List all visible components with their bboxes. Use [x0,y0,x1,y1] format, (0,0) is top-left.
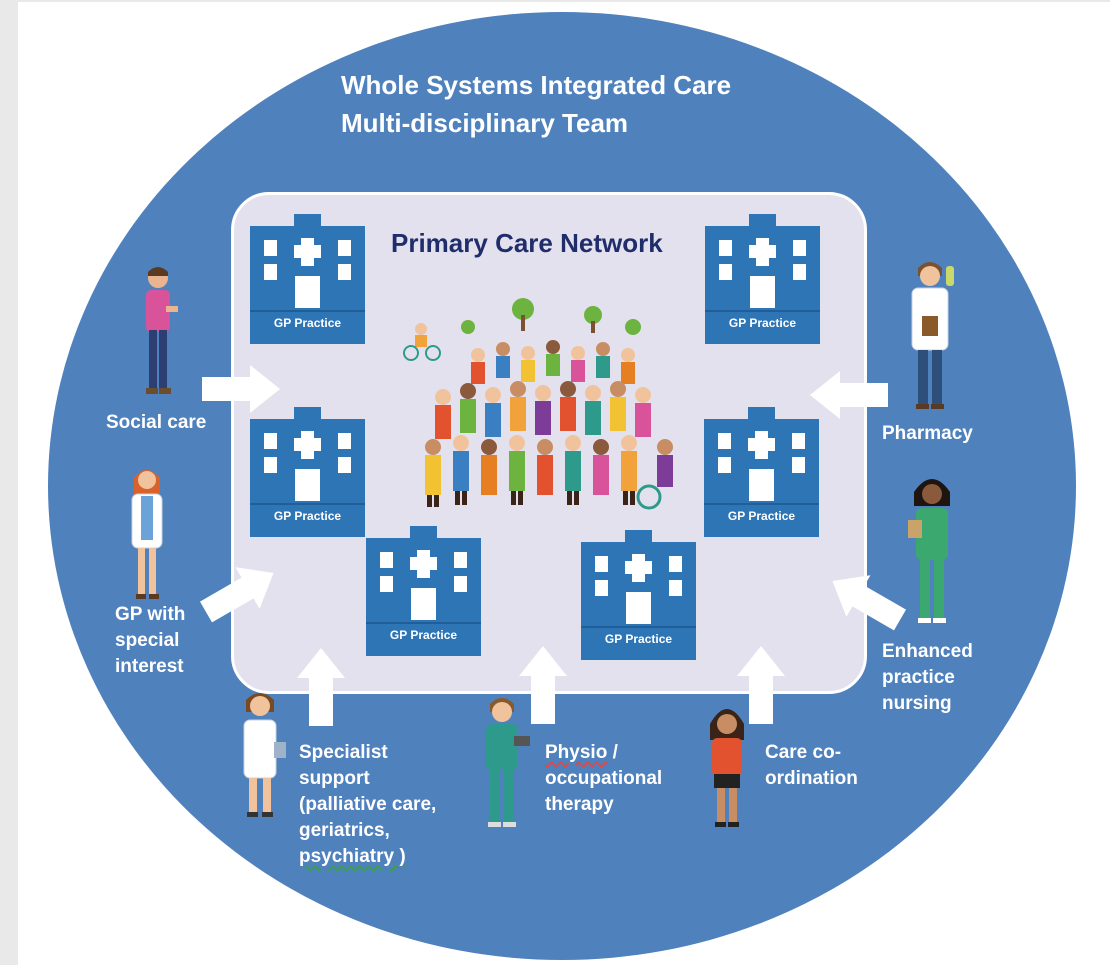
gp-practice-label: GP Practice [727,509,796,523]
arrow-social-care [202,365,280,413]
label-social-care: Social care [106,412,207,433]
gp-practice-label: GP Practice [604,632,673,646]
gp-doctor-icon [131,470,163,599]
social-care-worker-icon [146,267,178,394]
arrow-specialist-support [297,648,345,726]
physio-line-2: occupational [545,768,663,789]
arrow-pharmacy [810,371,888,419]
gp-practice-label: GP Practice [728,316,797,330]
diagram-title-line-1: Whole Systems Integrated Care [341,70,732,100]
gp-practice-top-right: GP Practice [705,214,820,344]
gp-practice-label: GP Practice [389,628,458,642]
arrow-enhanced-nursing [820,560,912,634]
primary-care-network-title: Primary Care Network [391,228,663,258]
gp-practice-mid-right: GP Practice [704,407,819,537]
gp-practice-bottom-left: GP Practice [366,526,481,656]
community-crowd-icon [403,298,673,510]
physio-therapist-icon [486,698,530,827]
specialist-line-5: psychiatry ) [299,846,406,867]
practice-nurse-icon [908,479,950,623]
gp-practice-mid-left: GP Practice [250,407,365,537]
gp-practice-top-left: GP Practice [250,214,365,344]
specialist-doctor-icon [243,693,286,817]
arrow-gp-special-interest [196,552,286,630]
label-gp-special-interest: GP with special interest [115,604,186,677]
label-enhanced-nursing: Enhanced practice nursing [882,641,973,714]
gp-practice-label: GP Practice [273,509,342,523]
gp-practice-bottom-right: GP Practice [581,530,696,660]
diagram-canvas: Whole Systems Integrated Care Multi-disc… [18,2,1110,965]
gp-practice-label: GP Practice [273,316,342,330]
diagram-title-line-2: Multi-disciplinary Team [341,108,629,138]
physio-line-3: therapy [545,794,614,815]
specialist-line-2: support [299,768,370,789]
label-pharmacy: Pharmacy [882,423,973,444]
physio-line-1-slash: / [607,742,618,763]
label-care-coordination: Care co- ordination [765,742,858,789]
specialist-line-4: geriatrics, [299,820,390,841]
physio-line-1: Physio [545,742,608,763]
specialist-line-1: Specialist [299,742,388,763]
pharmacist-icon [911,262,954,409]
specialist-line-3: (palliative care, [299,794,437,815]
label-specialist-support: Specialist support (palliative care, ger… [299,740,436,870]
label-physio: Physio / occupational therapy [545,740,662,818]
care-coordinator-icon [710,709,744,827]
